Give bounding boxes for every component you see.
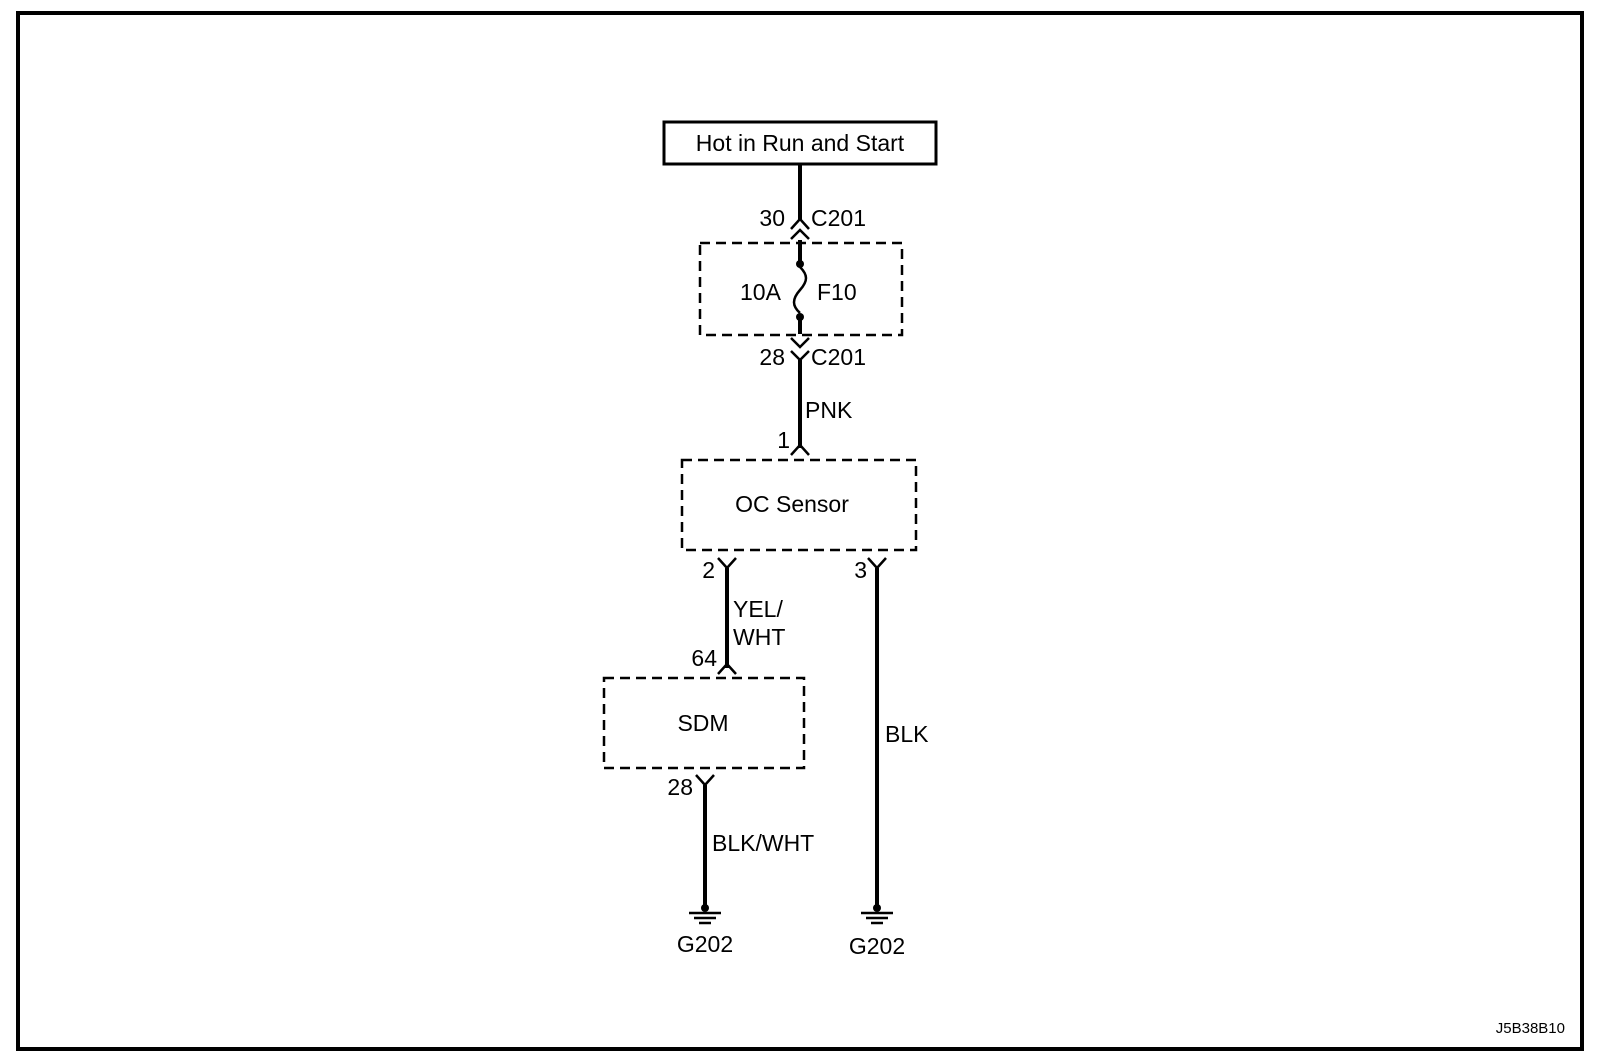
connector-c201-30: 30 C201 xyxy=(759,205,866,240)
c201-bottom-name: C201 xyxy=(811,344,866,370)
oc-sensor-box xyxy=(680,458,918,552)
oc-sensor-pin3-connector: 3 xyxy=(854,557,887,583)
sdm-pin-in: 64 xyxy=(691,645,717,671)
fuse-f10: 10A F10 xyxy=(740,240,857,334)
sdm-pin-ground: 28 xyxy=(667,774,693,800)
power-source-label: Hot in Run and Start xyxy=(696,130,905,156)
ground-left-label: G202 xyxy=(677,931,733,957)
diagram-frame xyxy=(16,11,1584,1051)
oc-sensor-pin1-connector xyxy=(790,443,810,456)
wire-signal-label-1: YEL/ xyxy=(733,596,783,622)
fuse-rating: 10A xyxy=(740,279,782,305)
wire-sensor-ground-label: BLK xyxy=(885,721,929,747)
oc-sensor-pin2-connector: 2 xyxy=(702,557,737,583)
wire-sdm-ground-label: BLK/WHT xyxy=(712,830,814,856)
oc-sensor-pin-ground: 3 xyxy=(854,557,867,583)
sdm-pin64-connector xyxy=(717,662,737,675)
c201-top-name: C201 xyxy=(811,205,866,231)
sdm-box xyxy=(602,676,806,770)
c201-top-pin: 30 xyxy=(759,205,785,231)
fuse-name: F10 xyxy=(817,279,857,305)
wire-signal-label-2: WHT xyxy=(733,624,785,650)
oc-sensor-pin-in: 1 xyxy=(777,427,790,453)
ground-right-label: G202 xyxy=(849,933,905,959)
sdm-label: SDM xyxy=(677,710,728,736)
oc-sensor-pin-signal: 2 xyxy=(702,557,715,583)
ground-symbol-right: G202 xyxy=(849,904,905,959)
c201-bottom-pin: 28 xyxy=(759,344,785,370)
figure-id: J5B38B10 xyxy=(1496,1020,1565,1037)
sdm-pin28-connector: 28 xyxy=(667,774,715,800)
ground-symbol-left: G202 xyxy=(677,904,733,957)
connector-c201-28: 28 C201 xyxy=(759,337,866,370)
oc-sensor-label: OC Sensor xyxy=(735,491,849,517)
power-source-box: Hot in Run and Start xyxy=(662,120,938,166)
wire-pnk-label: PNK xyxy=(805,397,853,423)
